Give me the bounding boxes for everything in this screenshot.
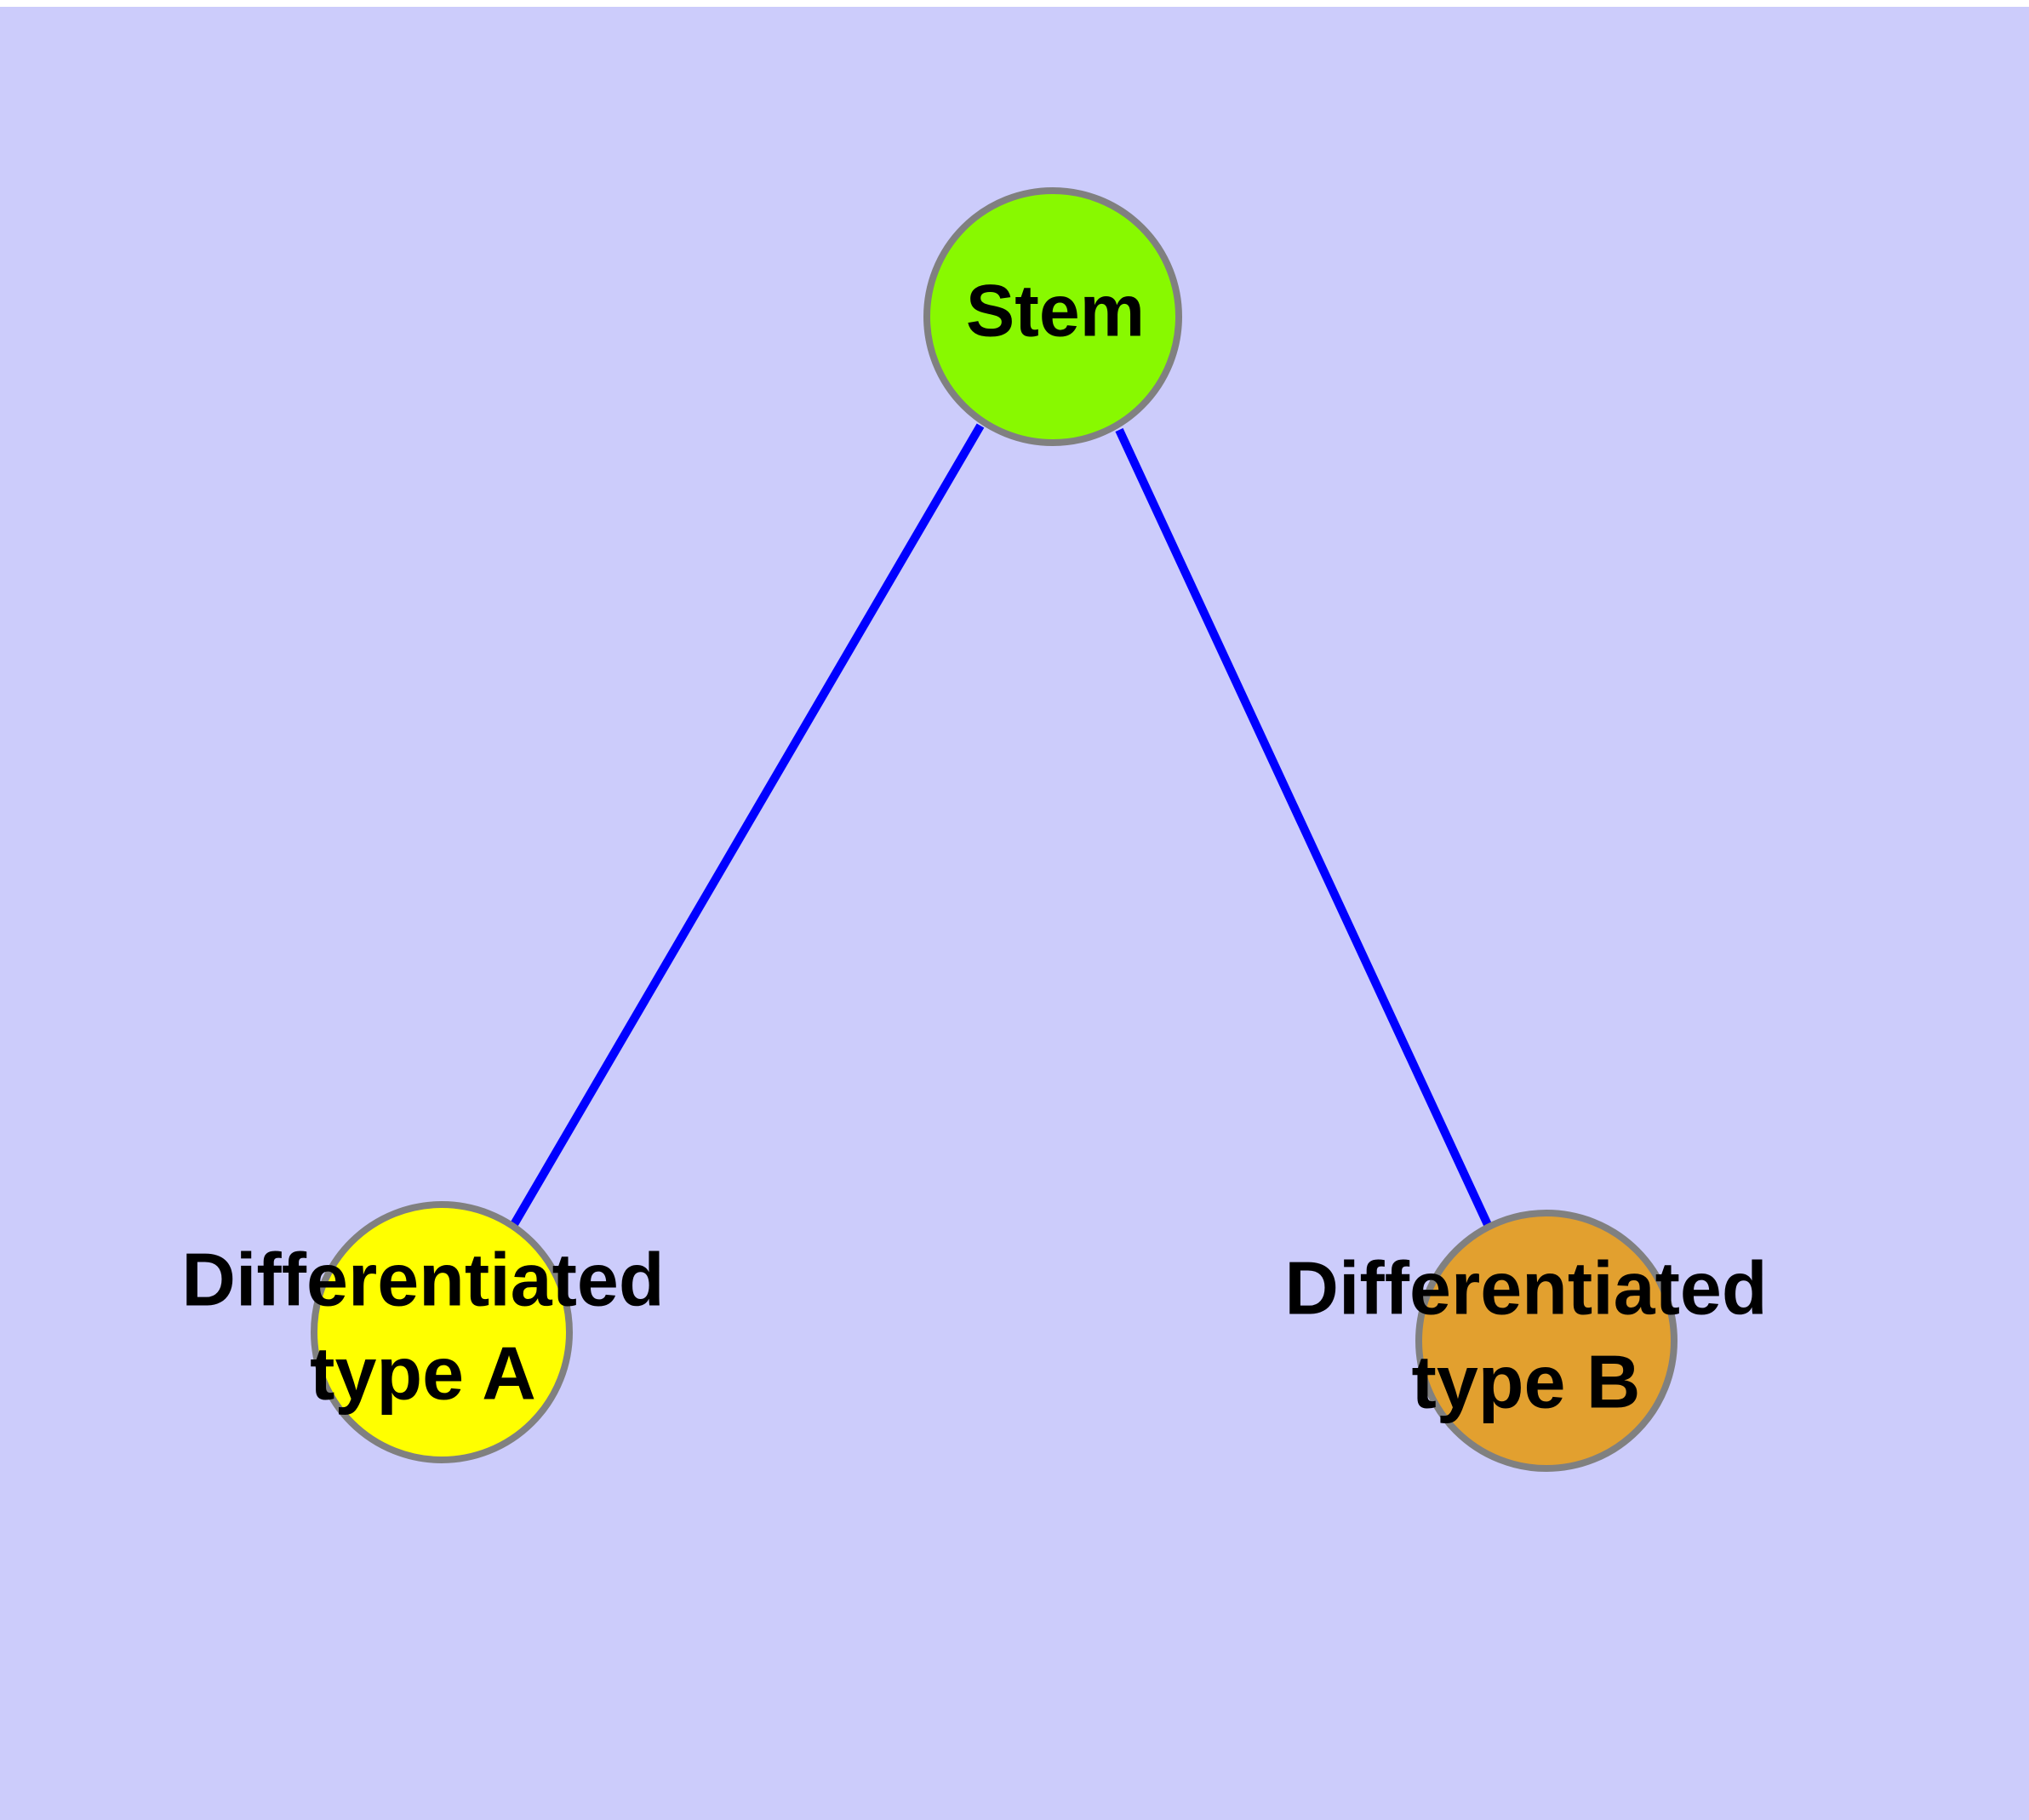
label-layer: Stem Differentiated type A Differentiate… (181, 271, 1767, 1424)
graph-canvas: Stem Differentiated type A Differentiate… (0, 7, 2029, 1820)
node-differentiated-type-b[interactable] (1415, 1210, 1677, 1472)
edge-layer (509, 423, 1494, 1231)
edge-stem-to-differentiated-type-b[interactable] (1115, 427, 1494, 1231)
graph-svg: Stem Differentiated type A Differentiate… (181, 187, 1768, 1472)
node-differentiated-type-a-circle[interactable] (311, 1201, 573, 1463)
node-differentiated-type-b-label-line1: Differentiated (1284, 1245, 1767, 1330)
node-differentiated-type-b-label-line2: type B (1412, 1339, 1641, 1423)
edge-stem-to-differentiated-type-a[interactable] (509, 423, 985, 1228)
node-differentiated-type-a[interactable] (311, 1201, 573, 1463)
node-stem-circle[interactable] (923, 187, 1182, 446)
node-differentiated-type-b-circle[interactable] (1415, 1210, 1677, 1472)
node-stem[interactable] (923, 187, 1182, 446)
node-differentiated-type-a-label-line1: Differentiated (181, 1237, 664, 1321)
node-differentiated-type-a-label-line2: type A (310, 1331, 536, 1415)
node-stem-label: Stem (966, 271, 1145, 352)
